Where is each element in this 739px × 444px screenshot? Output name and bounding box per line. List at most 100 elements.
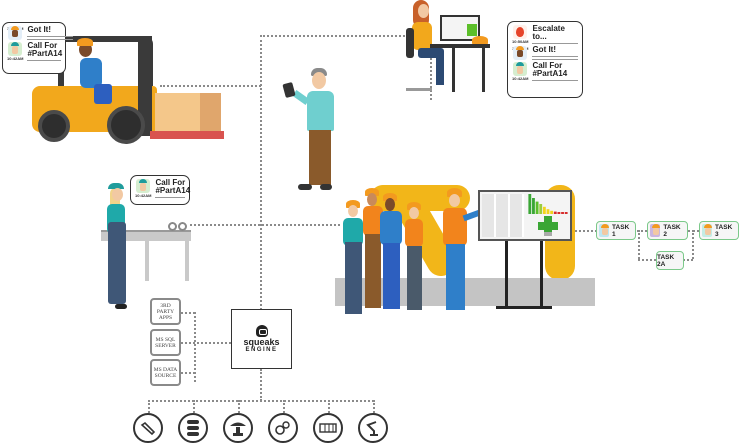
connector-line (634, 230, 647, 232)
pallet (150, 131, 224, 139)
task-2[interactable]: TASK 2 (647, 221, 688, 240)
data-source-3rd-party-apps[interactable]: 3RD PARTY APPS (150, 298, 181, 325)
worker-head (112, 188, 123, 201)
dashboard-thumbnails (482, 194, 524, 237)
connector-line (260, 369, 262, 401)
squeaks-engine-box[interactable]: squeaks ENGINE (231, 309, 292, 369)
message-text: Call For #PartA14 (532, 61, 568, 78)
desk-leg (482, 48, 485, 92)
worker-hair (110, 188, 120, 218)
woman-avatar (513, 62, 528, 76)
connector-line (260, 35, 262, 310)
dashboard-bar (553, 211, 557, 214)
dashboard-bar (539, 204, 543, 214)
connector-line (638, 230, 640, 259)
task-1[interactable]: TASK 1 (596, 221, 636, 240)
engine-subtitle: ENGINE (245, 347, 278, 353)
message-text: Got It! (532, 45, 556, 54)
worker-shoe (115, 304, 127, 309)
connector-line (692, 230, 694, 259)
connector-line (194, 312, 196, 382)
connector-line (181, 312, 195, 314)
dashboard-screen (478, 190, 572, 241)
conveyor-belt (101, 230, 191, 241)
dashboard-bar-chart (528, 194, 568, 214)
supervisor-chat-bubble: 10:50AM Escalate to... 10:42AM Got It! 1… (507, 21, 583, 98)
chat-message: 10:42AM Call For #PartA14 (135, 179, 190, 198)
screen-stand (505, 241, 508, 307)
dashboard-bar (557, 212, 561, 214)
worker-cap (108, 183, 124, 189)
data-source-ms-data-source[interactable]: MS DATA SOURCE (150, 359, 181, 386)
driver-body (80, 58, 102, 88)
supervisor-shirt (412, 22, 432, 50)
driver-legs (94, 84, 112, 104)
gears-icon[interactable] (268, 413, 298, 443)
data-source-ms-sql-server[interactable]: MS SQL SERVER (150, 329, 181, 356)
worker-avatar (8, 26, 23, 40)
conveyor-leg (185, 241, 189, 281)
supervisor-legs (436, 55, 444, 85)
desk-leg (452, 48, 455, 92)
welding-tool-icon[interactable] (133, 413, 163, 443)
connector-line (373, 400, 375, 413)
connector-line (190, 224, 340, 226)
fire-icon (513, 25, 528, 39)
chat-message: 10:42AM Call For #PartA14 (512, 61, 579, 81)
gear-icon (178, 222, 187, 231)
manager-shirt (307, 91, 334, 131)
chat-message: 10:42AM Call For #PartA14 (7, 42, 62, 61)
monitor-chart (467, 24, 477, 36)
connector-line (181, 342, 231, 344)
dashboard-bar (528, 194, 532, 214)
message-time: 10:42AM (135, 193, 152, 198)
database-icon[interactable] (178, 413, 208, 443)
conveyor-leg (145, 241, 149, 281)
office-chair (406, 28, 414, 58)
supervisor-head (418, 4, 429, 18)
dashboard-bar (561, 212, 564, 214)
squeaks-logo-icon (255, 325, 268, 337)
supervisor-legs (418, 48, 444, 58)
desk (430, 44, 490, 48)
worker-avatar (650, 224, 661, 237)
dashboard-heatmap (538, 216, 558, 236)
dashboard-bar (532, 198, 535, 214)
task-label: TASK 3 (715, 223, 733, 238)
chair-base (406, 88, 432, 91)
hardhat-on-desk (472, 36, 488, 44)
dashboard-bar (535, 201, 539, 214)
robot-arm-icon[interactable] (358, 413, 388, 443)
message-time: 10:42AM (512, 76, 529, 81)
dashboard-bar (550, 210, 554, 214)
car-lift-icon[interactable] (223, 413, 253, 443)
message-text: Got It! (27, 25, 51, 34)
task-label: TASK 2A (657, 253, 675, 268)
connector-line (148, 400, 374, 402)
connector-line (148, 400, 150, 413)
manager-pants (309, 130, 331, 185)
chat-message: 10:42AM Got It! (7, 26, 74, 40)
gear-icon (168, 222, 177, 231)
task-label: TASK 2 (663, 223, 681, 238)
plc-module-icon[interactable] (313, 413, 343, 443)
connector-line (683, 259, 693, 261)
worker-overalls (108, 222, 126, 304)
connector-line (575, 230, 597, 232)
task-3[interactable]: TASK 3 (699, 221, 739, 240)
connector-line (238, 400, 240, 413)
engine-name: squeaks (243, 337, 280, 347)
message-text: Escalate to... (532, 24, 565, 41)
manager-shoe (298, 184, 312, 190)
message-time: 10:42AM (7, 56, 24, 61)
task-2a[interactable]: TASK 2A (656, 251, 684, 270)
connector-line (260, 35, 432, 37)
manager-head (312, 72, 326, 89)
connector-line (638, 259, 656, 261)
dashboard-bar (542, 206, 546, 214)
woman-avatar (8, 42, 23, 56)
cargo-box-side (200, 93, 221, 131)
connector-line (160, 85, 261, 87)
chat-message: 10:50AM Escalate to... (512, 24, 579, 44)
task-label: TASK 1 (612, 223, 630, 238)
